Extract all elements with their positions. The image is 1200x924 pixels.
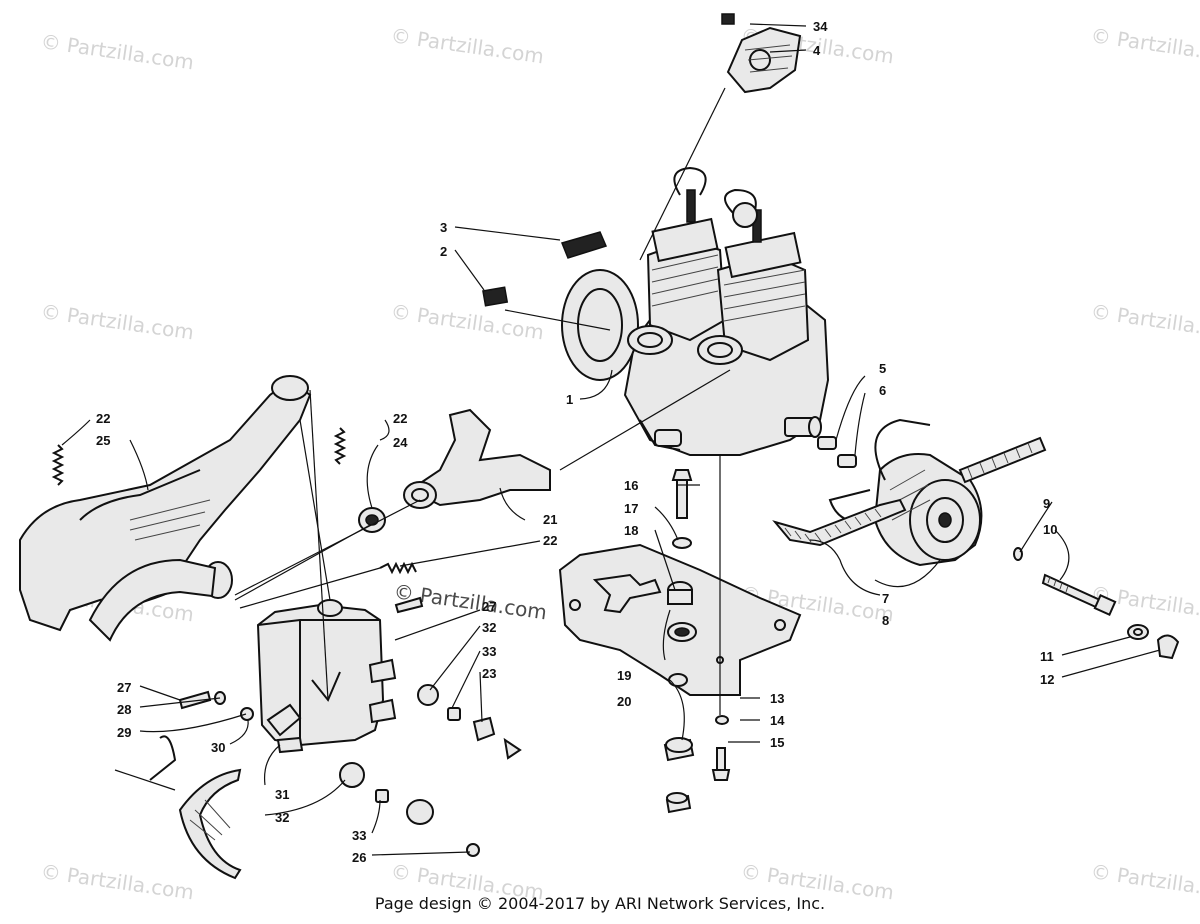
watermark: © Partzilla.com — [1089, 299, 1200, 344]
callout-26: 26 — [352, 850, 366, 865]
callout-18: 18 — [624, 523, 638, 538]
callout-10: 10 — [1043, 522, 1057, 537]
guard-fragment — [178, 768, 242, 880]
exhaust-manifold[interactable] — [358, 408, 551, 533]
callout-30: 30 — [211, 740, 225, 755]
leader-lines — [61, 23, 1161, 856]
clutch-bolt[interactable] — [1013, 547, 1180, 660]
callout-15: 15 — [770, 735, 784, 750]
page-footer: Page design © 2004-2017 by ARI Network S… — [374, 894, 826, 913]
callout-17: 17 — [624, 501, 638, 516]
callout-29: 29 — [117, 725, 131, 740]
callout-9: 9 — [1043, 496, 1050, 511]
watermark: © Partzilla.com — [389, 23, 545, 68]
callout-27: 27 — [117, 680, 131, 695]
engine-bracket[interactable] — [721, 13, 802, 94]
callout-5: 5 — [879, 361, 886, 376]
callout-11: 11 — [1040, 649, 1054, 664]
callout-32: 32 — [482, 620, 496, 635]
callout-22: 22 — [96, 411, 110, 426]
callout-14: 14 — [770, 713, 785, 728]
callout-32: 32 — [275, 810, 289, 825]
callout-labels: 34 4 3 2 1 22 25 22 24 21 22 5 6 16 17 1… — [96, 19, 1057, 865]
callout-6: 6 — [879, 383, 886, 398]
callout-28: 28 — [117, 702, 131, 717]
exhaust-springs[interactable] — [51, 427, 417, 575]
callout-7: 7 — [882, 591, 889, 606]
watermark: © Partzilla.com — [1089, 23, 1200, 68]
watermark: © Partzilla.com — [389, 299, 545, 344]
drive-clutch[interactable] — [828, 418, 983, 567]
engine-mount-plate[interactable] — [558, 543, 802, 696]
callout-1: 1 — [566, 392, 573, 407]
callout-3: 3 — [440, 220, 447, 235]
callout-19: 19 — [617, 668, 631, 683]
watermark: © Partzilla.com — [39, 299, 195, 344]
drive-belt[interactable] — [772, 436, 1047, 547]
callout-21: 21 — [543, 512, 557, 527]
callout-33: 33 — [352, 828, 366, 843]
callout-24: 24 — [393, 435, 408, 450]
exhaust-pipe[interactable] — [19, 375, 312, 642]
callout-22: 22 — [393, 411, 407, 426]
callout-20: 20 — [617, 694, 631, 709]
callout-27: 27 — [482, 599, 496, 614]
oil-tank-hardware[interactable] — [149, 596, 522, 857]
callout-8: 8 — [882, 613, 889, 628]
callout-33: 33 — [482, 644, 496, 659]
callout-31: 31 — [275, 787, 289, 802]
callout-16: 16 — [624, 478, 638, 493]
callout-2: 2 — [440, 244, 447, 259]
engine-assembly[interactable] — [561, 166, 830, 456]
clutch-spacers[interactable] — [817, 436, 857, 468]
callout-13: 13 — [770, 691, 784, 706]
watermark: © Partzilla.com — [39, 29, 195, 74]
callout-22: 22 — [543, 533, 557, 548]
decal-parts[interactable] — [482, 231, 608, 307]
callout-4: 4 — [813, 43, 821, 58]
engine-mount-hardware[interactable] — [663, 469, 731, 814]
callout-34: 34 — [813, 19, 828, 34]
callout-12: 12 — [1040, 672, 1054, 687]
callout-23: 23 — [482, 666, 496, 681]
callout-25: 25 — [96, 433, 110, 448]
